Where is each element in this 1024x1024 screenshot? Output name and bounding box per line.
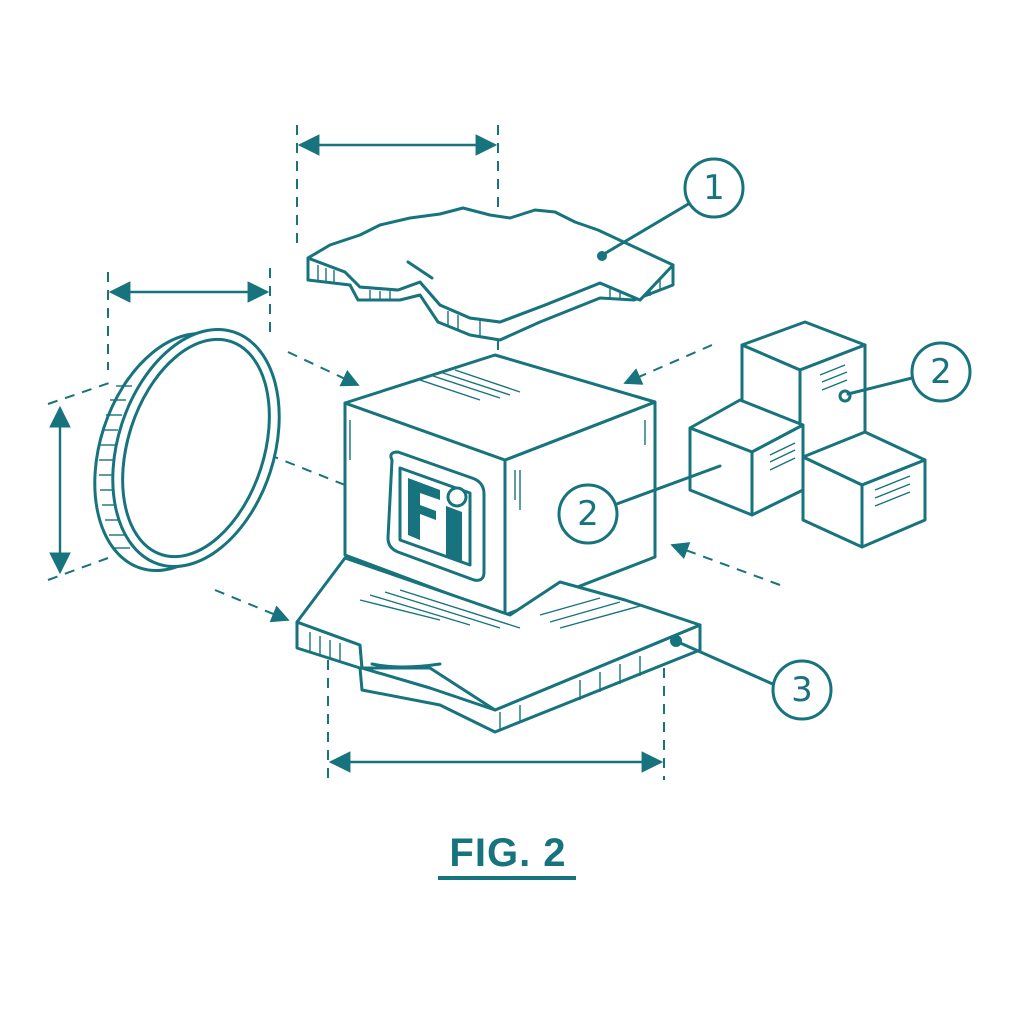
callout-2-cubes: 2 [910,341,972,403]
assembly-arrows [214,344,781,623]
callout-3-label: 3 [791,670,813,710]
fi-logo-icon [386,450,486,582]
callout-1-label: 1 [703,168,725,208]
figure-caption-text: FIG. 2 [449,831,566,875]
callout-2-cubes-label: 2 [930,352,952,392]
callout-2-cube-label: 2 [577,494,599,534]
dimension-bottom [327,650,665,780]
figure-caption: FIG. 2 [438,831,576,880]
callout-2-cube: 2 [557,483,619,545]
small-cubes [688,320,927,549]
top-slab [306,206,675,342]
leader-lines [602,201,914,687]
bottom-slab [295,556,702,734]
callout-3: 3 [771,659,833,721]
callout-1: 1 [683,157,745,219]
coin [93,327,281,573]
dimension-coin-width [107,268,271,370]
dimension-coin-height [47,381,113,581]
